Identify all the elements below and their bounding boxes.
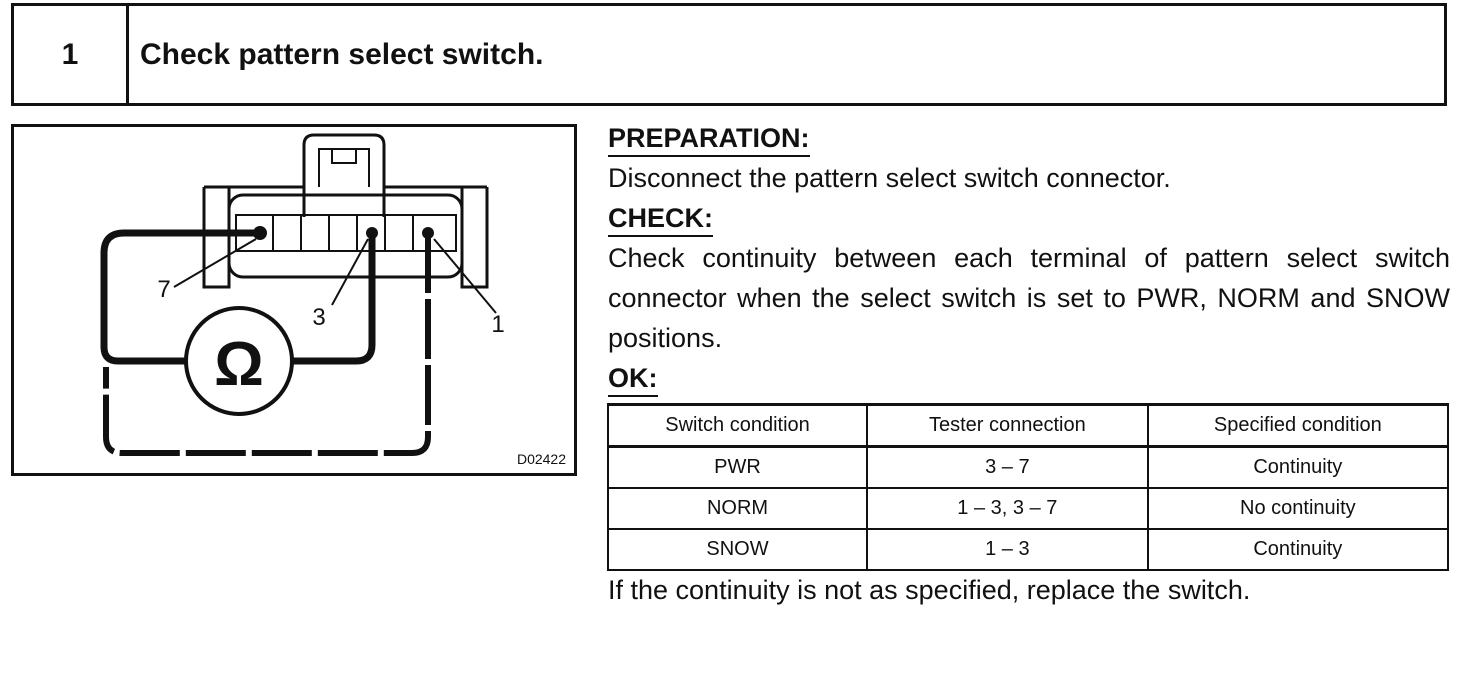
ok-heading: OK: bbox=[608, 361, 658, 397]
lead-wire-3 bbox=[292, 233, 376, 365]
connector-drawing: Ω 7 3 1 bbox=[100, 133, 505, 456]
lead-wire-1 bbox=[103, 233, 431, 456]
header-tester-connection: Tester connection bbox=[866, 403, 1149, 448]
table-row: SNOW 1 – 3 Continuity bbox=[606, 528, 1450, 571]
leader-line-1 bbox=[433, 238, 497, 314]
procedure-text: PREPARATION: Disconnect the pattern sele… bbox=[608, 118, 1450, 398]
step-number: 1 bbox=[14, 6, 129, 103]
footer-note: If the continuity is not as specified, r… bbox=[608, 575, 1251, 605]
figure-code: D02422 bbox=[516, 451, 566, 467]
continuity-spec-table: Switch condition Tester connection Speci… bbox=[606, 403, 1450, 571]
connector-latch-outline bbox=[302, 133, 386, 217]
check-text: Check continuity between each terminal o… bbox=[608, 243, 1450, 353]
table-row: PWR 3 – 7 Continuity bbox=[606, 445, 1450, 489]
step-title: Check pattern select switch. bbox=[140, 37, 544, 71]
latch-tab bbox=[331, 148, 357, 164]
housing-left-flange bbox=[202, 187, 231, 289]
leader-line-3 bbox=[331, 238, 369, 306]
cell-connection: 1 – 3, 3 – 7 bbox=[866, 487, 1149, 530]
header-switch-condition: Switch condition bbox=[606, 403, 869, 448]
terminal-label-7: 7 bbox=[157, 276, 170, 303]
connector-latch-inner bbox=[318, 148, 370, 187]
cell-switch: PWR bbox=[606, 445, 869, 489]
terminal-dividers bbox=[272, 215, 414, 251]
cell-switch: SNOW bbox=[606, 528, 869, 571]
leader-line-7 bbox=[173, 238, 257, 288]
header-specified-condition: Specified condition bbox=[1146, 403, 1450, 448]
ohm-symbol: Ω bbox=[214, 330, 264, 399]
housing-right-flange bbox=[460, 187, 489, 289]
cell-condition: Continuity bbox=[1146, 528, 1450, 571]
table-row: NORM 1 – 3, 3 – 7 No continuity bbox=[606, 487, 1450, 530]
cell-switch: NORM bbox=[606, 487, 869, 530]
step-header: 1 Check pattern select switch. bbox=[11, 3, 1447, 106]
terminal-label-1: 1 bbox=[491, 311, 504, 338]
preparation-heading: PREPARATION: bbox=[608, 121, 810, 157]
cell-condition: Continuity bbox=[1146, 445, 1450, 489]
check-heading: CHECK: bbox=[608, 201, 713, 237]
preparation-text: Disconnect the pattern select switch con… bbox=[608, 163, 1171, 193]
cell-connection: 1 – 3 bbox=[866, 528, 1149, 571]
lead-wire-7 bbox=[100, 229, 260, 365]
cell-condition: No continuity bbox=[1146, 487, 1450, 530]
ohmmeter-circle bbox=[184, 306, 294, 416]
table-header-row: Switch condition Tester connection Speci… bbox=[606, 403, 1450, 448]
connector-diagram: Ω 7 3 1 D02422 bbox=[11, 124, 577, 476]
cell-connection: 3 – 7 bbox=[866, 445, 1149, 489]
terminal-label-3: 3 bbox=[312, 304, 325, 331]
